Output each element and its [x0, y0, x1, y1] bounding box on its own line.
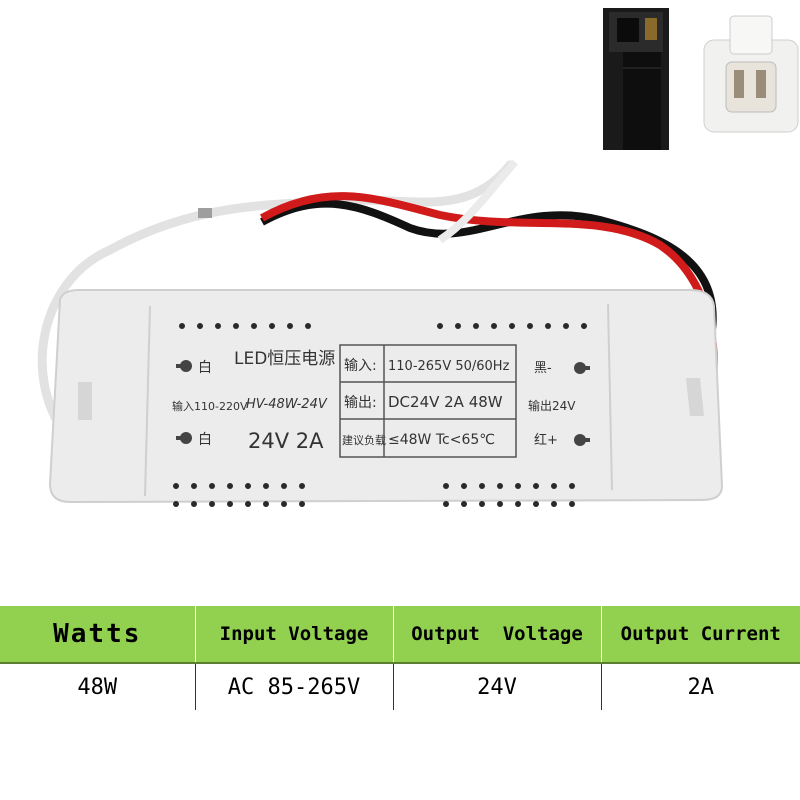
white-connector-image [698, 10, 800, 138]
grid-limit-label: 建议负载 [342, 433, 386, 447]
input-wire-2-label: 白 [198, 432, 212, 448]
value-output-current: 2A [601, 663, 800, 710]
input-side-label: 输入110-220V [172, 399, 248, 413]
output-pos-label: 红+ [534, 432, 558, 448]
grid-input-label: 输入: [344, 358, 377, 374]
header-output-current: Output Current [601, 606, 800, 664]
value-input-voltage: AC 85-265V [195, 663, 394, 710]
grid-output-label: 输出: [344, 395, 377, 411]
spec-value-row: 48W AC 85-265V 24V 2A [0, 663, 800, 710]
value-watts: 48W [0, 663, 196, 710]
product-title: LED恒压电源 [234, 349, 335, 369]
grid-output-value: DC24V 2A 48W [388, 393, 503, 411]
grid-limit-value: ≤48W Tc<65℃ [388, 432, 495, 448]
output-neg-label: 黑- [534, 361, 552, 376]
header-output-voltage: Output Voltage [393, 606, 602, 664]
value-output-voltage: 24V [393, 663, 602, 710]
black-connector-image [603, 8, 669, 150]
model-label: HV-48W-24V [246, 397, 328, 412]
header-watts: Watts [0, 606, 196, 664]
input-wire-1-label: 白 [198, 360, 212, 376]
header-input-voltage: Input Voltage [195, 606, 394, 664]
grid-input-value: 110-265V 50/60Hz [388, 359, 510, 374]
rating-label: 24V 2A [248, 429, 324, 453]
spec-table: Watts Input Voltage Output Voltage Outpu… [0, 606, 800, 710]
led-driver-image: 白 白 输入110-220V LED恒压电源 HV-48W-24V 24V 2A… [37, 159, 724, 507]
output-side-label: 输出24V [528, 398, 576, 413]
spec-header-row: Watts Input Voltage Output Voltage Outpu… [0, 606, 800, 664]
